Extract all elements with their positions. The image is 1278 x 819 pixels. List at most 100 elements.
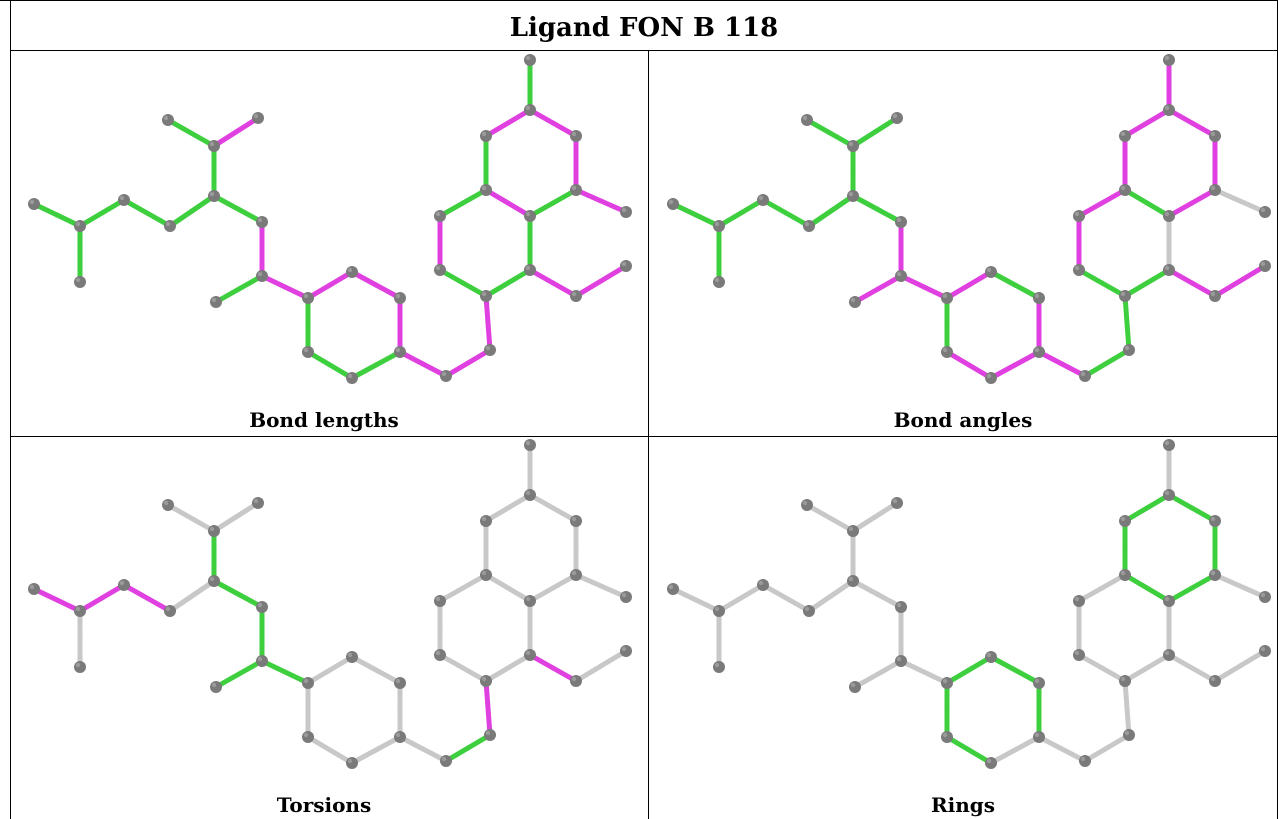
bond-lengths-atom-13 xyxy=(620,260,632,272)
torsions-atom-21 xyxy=(346,757,358,769)
rings-atom-19 xyxy=(941,677,953,689)
bond-angles-atom-4 xyxy=(1119,184,1131,196)
torsions-atom-13 xyxy=(620,645,632,657)
torsions-atom-26 xyxy=(208,525,220,537)
bond-angles-atom-8-highlight xyxy=(1074,211,1080,217)
torsions-atom-29 xyxy=(164,605,176,617)
bond-lengths-atom-27 xyxy=(162,114,174,126)
bond-lengths-atom-29 xyxy=(164,220,176,232)
bond-lengths-atom-12 xyxy=(570,290,582,302)
panel-bond-lengths-atoms xyxy=(28,54,632,384)
bond-lengths-atom-24-highlight xyxy=(257,217,263,223)
bond-angles-atom-11-highlight xyxy=(1120,291,1126,297)
bond-angles-atom-23 xyxy=(849,296,861,308)
rings-atom-2 xyxy=(1119,515,1131,527)
bond-lengths-atom-32-highlight xyxy=(29,199,35,205)
rings-atom-32-highlight xyxy=(668,584,674,590)
torsions-atom-6-highlight xyxy=(525,596,531,602)
bond-angles-atom-21-highlight xyxy=(986,373,992,379)
bond-angles-atom-18 xyxy=(985,266,997,278)
torsions-atom-33 xyxy=(74,661,86,673)
rings-atom-10 xyxy=(1163,649,1175,661)
rings-atom-6 xyxy=(1163,595,1175,607)
torsions-atom-26-highlight xyxy=(209,526,215,532)
rings-atom-24 xyxy=(895,601,907,613)
panel-rings-bonds xyxy=(670,442,1268,766)
bond-lengths-atom-9 xyxy=(434,264,446,276)
torsions-atom-27-highlight xyxy=(163,500,169,506)
rings-atom-19-highlight xyxy=(942,678,948,684)
bond-lengths-atom-33 xyxy=(74,276,86,288)
bond-lengths-atom-10 xyxy=(524,264,536,276)
rings-atom-23 xyxy=(849,681,861,693)
rings-atom-27-highlight xyxy=(802,500,808,506)
rings-atom-8-highlight xyxy=(1074,596,1080,602)
torsions-atom-4 xyxy=(480,569,492,581)
torsions-atom-11-highlight xyxy=(481,676,487,682)
bond-lengths-atom-18 xyxy=(346,266,358,278)
torsions-atom-15-highlight xyxy=(441,756,447,762)
rings-atom-16 xyxy=(1033,731,1045,743)
rings-atom-7-highlight xyxy=(1260,592,1266,598)
bond-lengths-atom-26 xyxy=(208,140,220,152)
bond-lengths-atom-2 xyxy=(480,130,492,142)
bond-angles-atom-22-highlight xyxy=(896,271,902,277)
torsions-atom-8-highlight xyxy=(435,596,441,602)
torsions-atom-5-highlight xyxy=(571,570,577,576)
torsions-atom-2 xyxy=(480,515,492,527)
bond-lengths-atom-32 xyxy=(28,198,40,210)
bond-lengths-atom-30-highlight xyxy=(119,195,125,201)
torsions-atom-17-highlight xyxy=(395,678,401,684)
bond-angles-atom-17 xyxy=(1033,292,1045,304)
panel-torsions: Torsions xyxy=(28,439,632,817)
bond-angles-atom-33 xyxy=(713,276,725,288)
bond-lengths-atom-0-highlight xyxy=(525,55,531,61)
bond-lengths-atom-1-highlight xyxy=(525,105,531,111)
bond-lengths-atom-11-highlight xyxy=(481,291,487,297)
torsions-atom-18-highlight xyxy=(347,652,353,658)
bond-lengths-atom-10-highlight xyxy=(525,265,531,271)
bond-angles-atom-9 xyxy=(1073,264,1085,276)
rings-atom-22-highlight xyxy=(896,656,902,662)
bond-angles-atom-32-highlight xyxy=(668,199,674,205)
torsions-atom-29-highlight xyxy=(165,606,171,612)
rings-atom-1 xyxy=(1163,489,1175,501)
bond-angles-atom-13-highlight xyxy=(1260,261,1266,267)
caption-torsions: Torsions xyxy=(277,793,371,817)
bond-angles-atom-12 xyxy=(1209,290,1221,302)
rings-atom-23-highlight xyxy=(850,682,856,688)
bond-angles-atom-4-highlight xyxy=(1120,185,1126,191)
rings-atom-5 xyxy=(1209,569,1221,581)
bond-angles-atom-33-highlight xyxy=(714,277,720,283)
rings-atom-8 xyxy=(1073,595,1085,607)
rings-atom-4 xyxy=(1119,569,1131,581)
rings-atom-11 xyxy=(1119,675,1131,687)
caption-bond-lengths: Bond lengths xyxy=(249,408,399,432)
bond-lengths-atom-8-highlight xyxy=(435,211,441,217)
torsions-atom-10 xyxy=(524,649,536,661)
torsions-atom-31-highlight xyxy=(75,606,81,612)
bond-lengths-atom-26-highlight xyxy=(209,141,215,147)
bond-angles-atom-29 xyxy=(803,220,815,232)
bond-lengths-atom-19-highlight xyxy=(303,293,309,299)
bond-lengths-atom-0 xyxy=(524,54,536,66)
bond-angles-atom-1 xyxy=(1163,104,1175,116)
bond-angles-atom-24 xyxy=(895,216,907,228)
bond-lengths-atom-14 xyxy=(484,344,496,356)
rings-atom-20 xyxy=(941,731,953,743)
bond-angles-atom-21 xyxy=(985,372,997,384)
bond-lengths-atom-28-highlight xyxy=(253,113,259,119)
torsions-atom-25 xyxy=(208,575,220,587)
torsions-atom-30 xyxy=(118,579,130,591)
torsions-atom-14 xyxy=(484,729,496,741)
torsions-atom-20-highlight xyxy=(303,732,309,738)
bond-lengths-atom-25-highlight xyxy=(209,191,215,197)
torsions-atom-24-highlight xyxy=(257,602,263,608)
caption-bond-angles: Bond angles xyxy=(894,408,1033,432)
torsions-atom-32 xyxy=(28,583,40,595)
bond-angles-atom-5-highlight xyxy=(1210,185,1216,191)
torsions-atom-7-highlight xyxy=(621,592,627,598)
bond-angles-atom-10-highlight xyxy=(1164,265,1170,271)
torsions-atom-9 xyxy=(434,649,446,661)
bond-angles-atom-25 xyxy=(847,190,859,202)
